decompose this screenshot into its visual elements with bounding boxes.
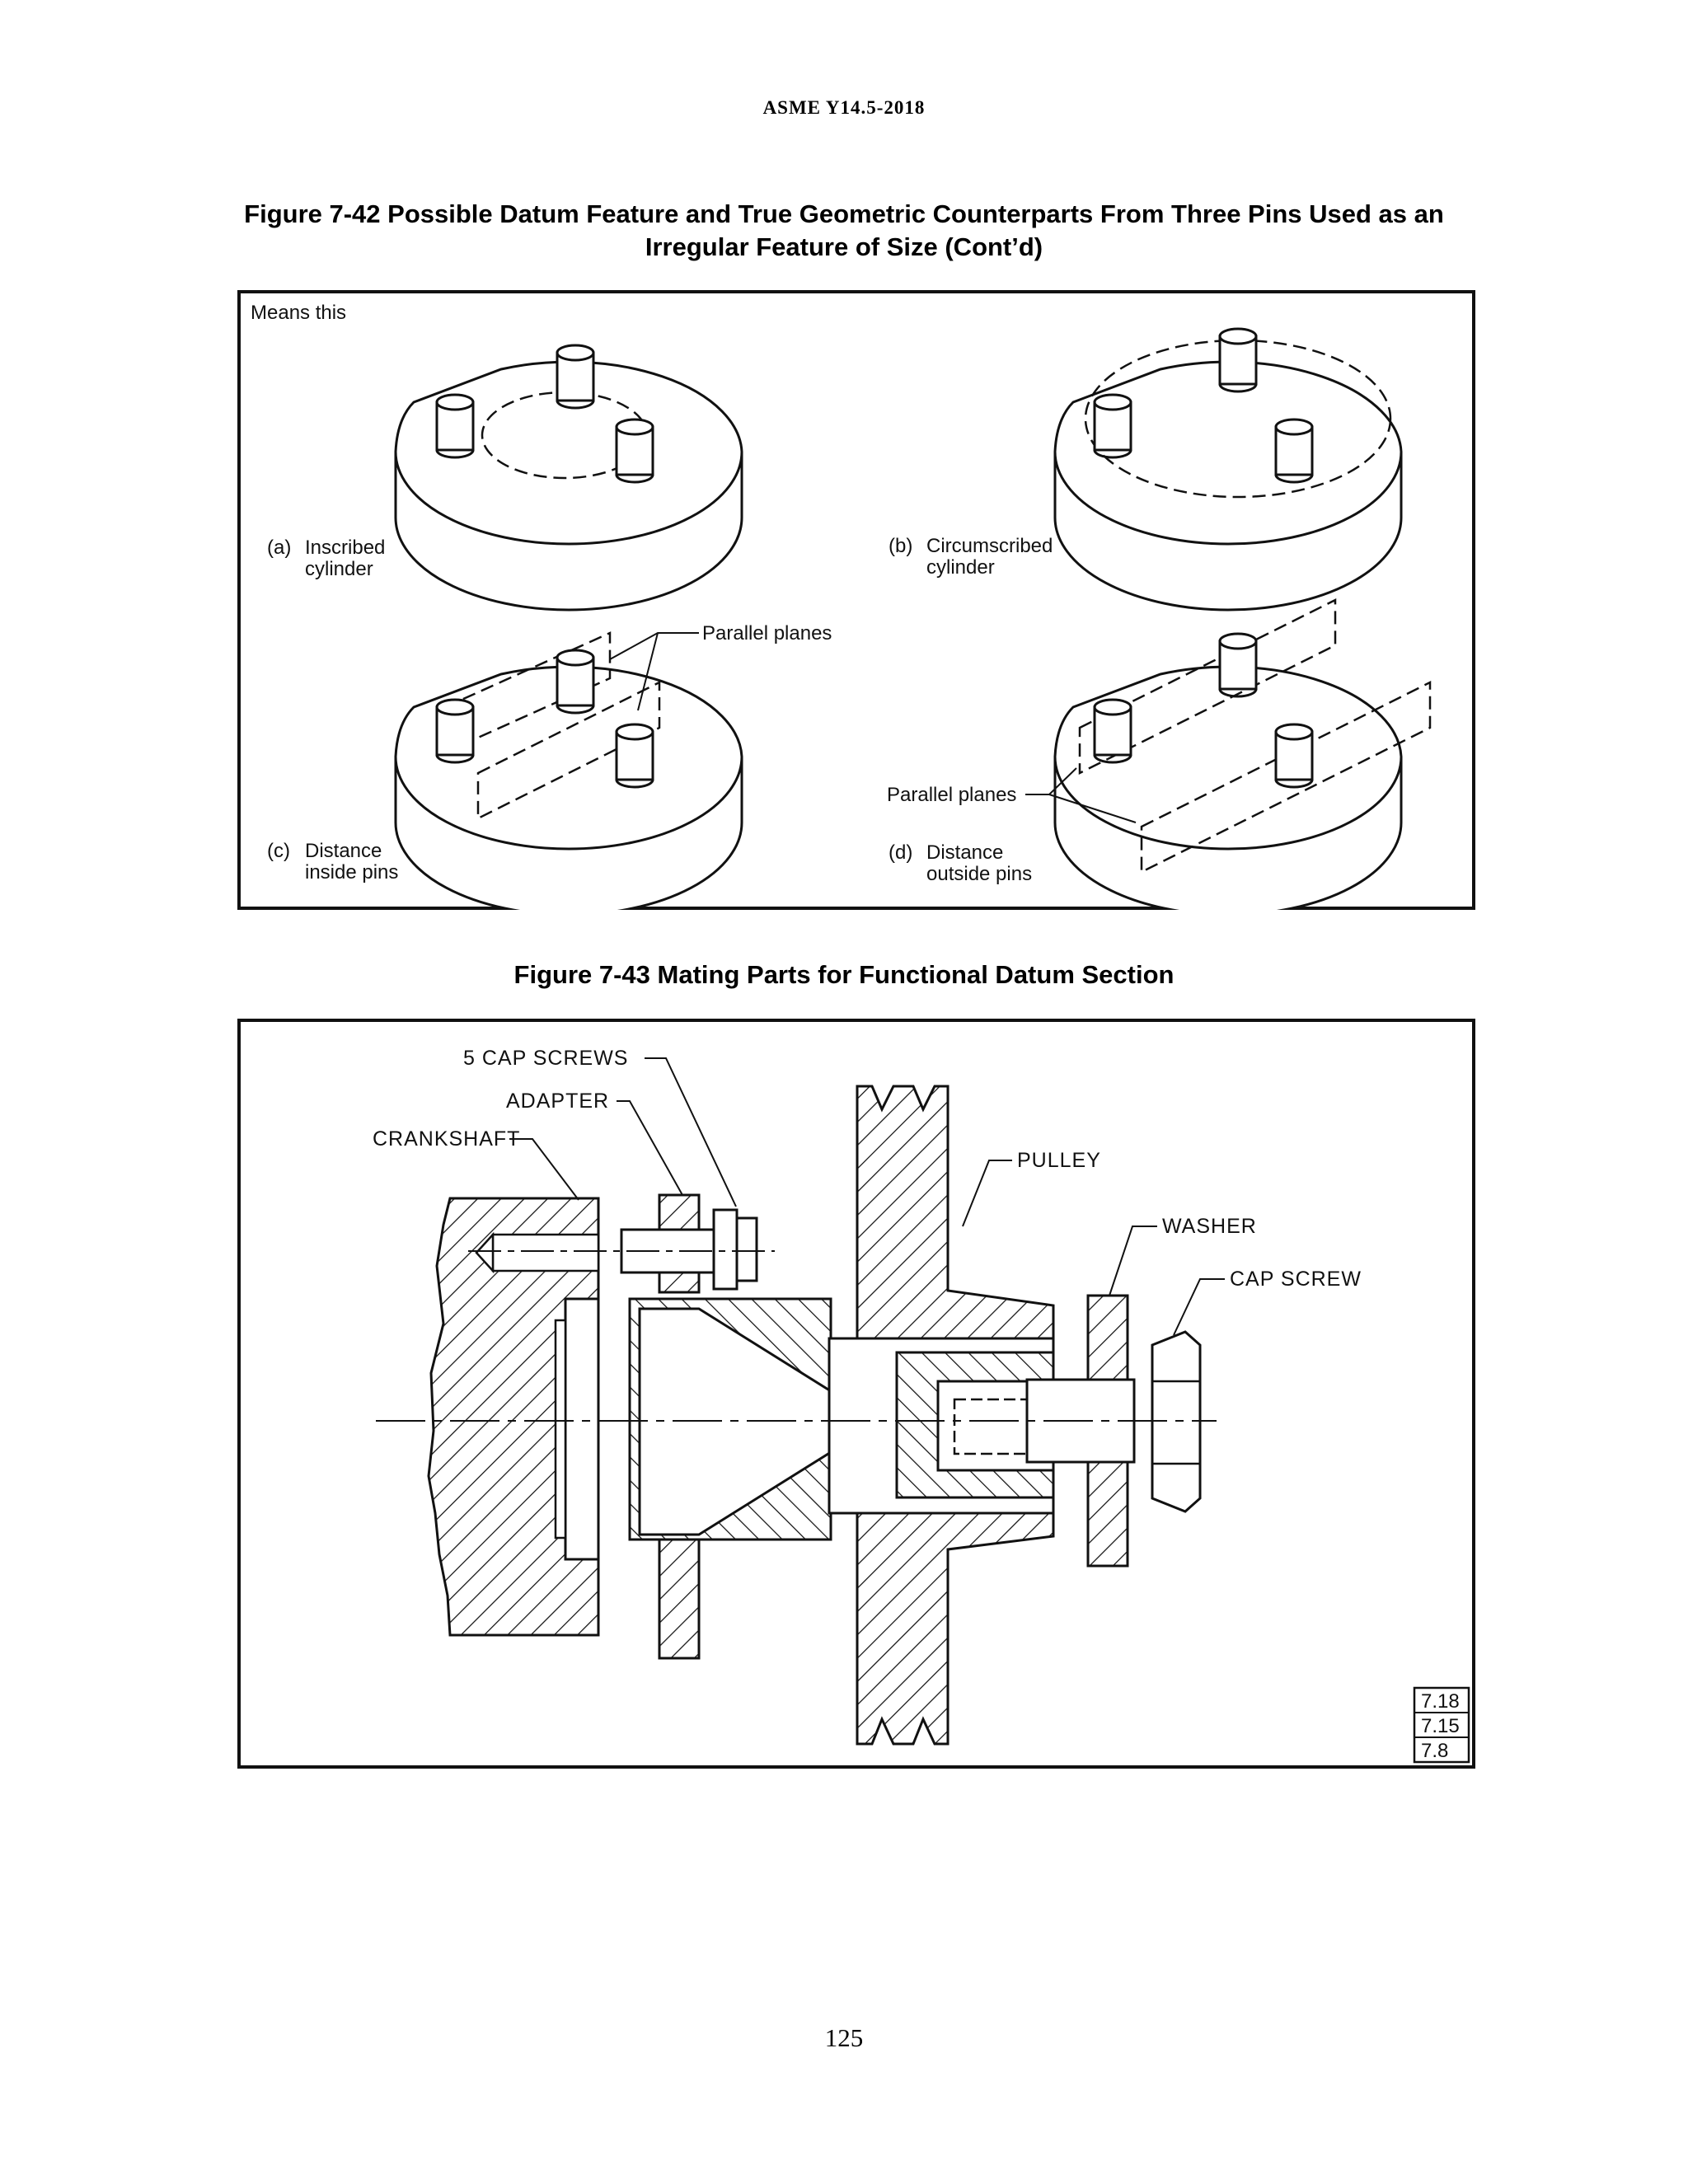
figure-7-43-drawing: 5 CAP SCREWS ADAPTER CRANKSHAFT PULLEY W… bbox=[237, 1019, 1475, 1769]
panel-a-caption: (a) Inscribed cylinder bbox=[267, 537, 385, 580]
cap-screws-label: 5 CAP SCREWS bbox=[463, 1047, 628, 1070]
panel-a-tag: (a) bbox=[267, 537, 291, 559]
panel-c-drawing bbox=[394, 631, 743, 910]
panel-d-caption: (d) Distance outside pins bbox=[889, 841, 1032, 885]
panel-c-caption: (c) Distance inside pins bbox=[267, 840, 398, 883]
washer-label: WASHER bbox=[1162, 1215, 1257, 1238]
pulley-label: PULLEY bbox=[1017, 1149, 1101, 1172]
panel-c-parallel-planes-label: Parallel planes bbox=[702, 622, 832, 644]
pulley-section bbox=[828, 1085, 1055, 1746]
panel-d-tag: (d) bbox=[889, 841, 912, 864]
panel-b-line2: cylinder bbox=[926, 556, 995, 579]
reference-3: 7.8 bbox=[1421, 1740, 1448, 1762]
panel-b-tag: (b) bbox=[889, 535, 912, 557]
running-header: ASME Y14.5-2018 bbox=[762, 97, 926, 118]
reference-box: 7.18 7.15 7.8 bbox=[1413, 1686, 1470, 1764]
reference-1: 7.18 bbox=[1421, 1690, 1460, 1713]
panel-a-line1: Inscribed bbox=[305, 537, 385, 559]
panel-b-line1: Circumscribed bbox=[926, 535, 1053, 557]
panel-d-callout: Parallel planes bbox=[887, 767, 1137, 823]
adapter-label: ADAPTER bbox=[506, 1090, 609, 1113]
figure-7-43-frame bbox=[237, 1019, 1475, 1769]
panel-d-line1: Distance bbox=[926, 841, 1003, 864]
figure-7-43-labels: 5 CAP SCREWS ADAPTER CRANKSHAFT PULLEY W… bbox=[373, 1047, 1362, 1336]
cap-screw-label: CAP SCREW bbox=[1230, 1268, 1362, 1291]
figure-7-42-frame bbox=[237, 290, 1475, 910]
crankshaft-section bbox=[427, 1197, 600, 1637]
panel-c-callout: Parallel planes bbox=[609, 622, 832, 711]
figure-7-43-title: Figure 7-43 Mating Parts for Functional … bbox=[513, 960, 1175, 989]
figure-7-42-title: Figure 7-42 Possible Datum Feature and T… bbox=[165, 198, 1523, 264]
figure-7-42-title-line1: Figure 7-42 Possible Datum Feature and T… bbox=[244, 199, 1444, 228]
panel-b-caption: (b) Circumscribed cylinder bbox=[889, 535, 1053, 579]
crankshaft-label: CRANKSHAFT bbox=[373, 1127, 520, 1151]
panel-d-drawing bbox=[1053, 598, 1432, 910]
means-this-label: Means this bbox=[251, 302, 346, 324]
reference-2: 7.15 bbox=[1421, 1715, 1460, 1737]
panel-d-line2: outside pins bbox=[926, 863, 1032, 885]
panel-c-line2: inside pins bbox=[305, 861, 398, 883]
panel-c-tag: (c) bbox=[267, 840, 290, 862]
panel-d-parallel-planes-label: Parallel planes bbox=[887, 784, 1016, 806]
panel-c-line1: Distance bbox=[305, 840, 382, 862]
panel-a-line2: cylinder bbox=[305, 558, 373, 580]
figure-7-42-drawing: Means this (a) Inscribed cylinder (b) Ci… bbox=[237, 290, 1475, 910]
figure-7-42-title-line2: Irregular Feature of Size (Cont’d) bbox=[645, 232, 1043, 261]
panel-b-drawing bbox=[1053, 327, 1403, 612]
panel-a-drawing bbox=[394, 344, 743, 612]
page-number: 125 bbox=[824, 2023, 864, 2052]
